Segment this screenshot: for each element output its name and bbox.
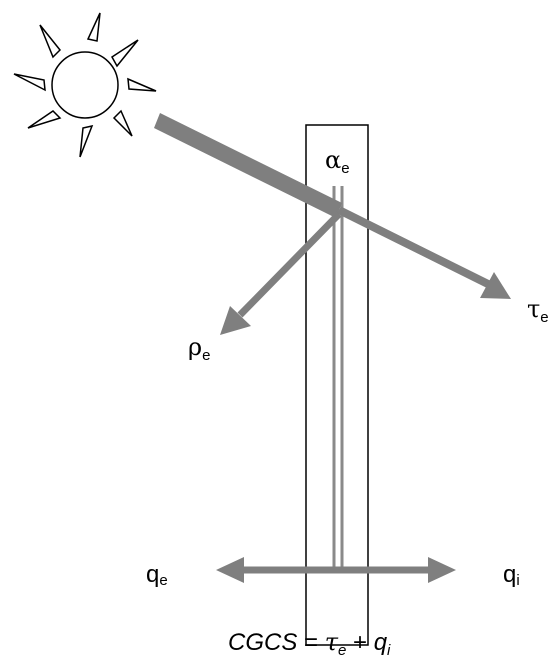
sun-ray-icon xyxy=(79,124,94,158)
glazing-pane xyxy=(305,124,369,646)
absorptance-label: αe xyxy=(325,146,350,177)
transmittance-label: τe xyxy=(527,295,549,326)
incident-beam xyxy=(154,113,511,299)
sun-ray-icon xyxy=(111,39,139,68)
qe-label: qe xyxy=(146,561,168,589)
sun-ray-icon xyxy=(39,24,62,59)
heat-flow-arrows xyxy=(216,557,456,583)
sun-ray-icon xyxy=(112,109,133,137)
sun-ray-icon xyxy=(13,73,46,92)
reflectance-label: ρe xyxy=(188,333,210,364)
reflected-arrow xyxy=(220,211,342,335)
sun-icon xyxy=(13,12,157,158)
sun-ray-icon xyxy=(27,110,62,129)
cgcs-formula: CGCS = τe + qi xyxy=(228,628,391,659)
absorption-lines xyxy=(332,186,344,567)
sun-ray-icon xyxy=(86,12,101,42)
qi-label: qi xyxy=(503,561,520,589)
sun-ray-icon xyxy=(127,77,157,92)
